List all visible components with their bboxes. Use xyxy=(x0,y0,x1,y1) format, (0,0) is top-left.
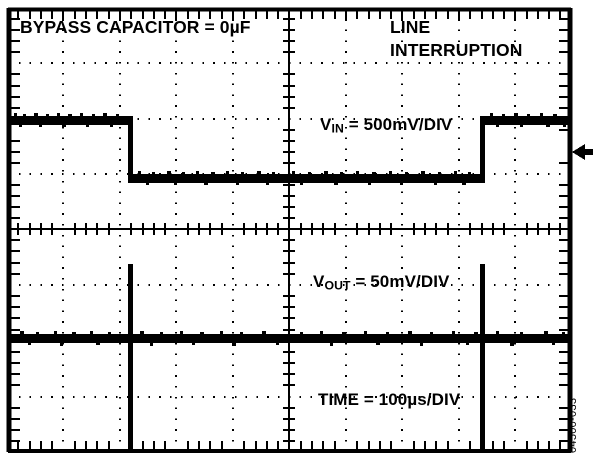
vin-waveform-trace xyxy=(9,113,571,185)
vout-symbol: V xyxy=(313,272,325,291)
vin-symbol: V xyxy=(320,115,332,134)
trigger-level-arrow-icon xyxy=(572,144,593,160)
line-interruption-label-line2: INTERRUPTION xyxy=(390,40,523,60)
vout-waveform-trace xyxy=(9,264,571,452)
vout-spike-right xyxy=(480,264,485,452)
vout-scale-label: VOUT = 50mV/DIV xyxy=(313,272,449,293)
frame-edge-ticks xyxy=(11,10,568,450)
vin-scale-label: VIN = 500mV/DIV xyxy=(320,115,452,136)
center-axes xyxy=(8,8,571,452)
bypass-capacitor-label: BYPASS CAPACITOR = 0µF xyxy=(20,17,251,37)
axis-minor-ticks xyxy=(17,18,561,442)
vout-subscript: OUT xyxy=(324,278,351,293)
figure-id-watermark: 04500-033 xyxy=(567,397,579,453)
graticule-frame xyxy=(6,7,573,453)
vin-subscript: IN xyxy=(331,121,344,136)
vin-value: = 500mV/DIV xyxy=(343,115,453,134)
time-scale-label: TIME = 100µs/DIV xyxy=(318,390,461,409)
vout-value: = 50mV/DIV xyxy=(350,272,450,291)
line-interruption-label-line1: LINE xyxy=(390,17,431,37)
vout-spike-left xyxy=(128,264,133,452)
